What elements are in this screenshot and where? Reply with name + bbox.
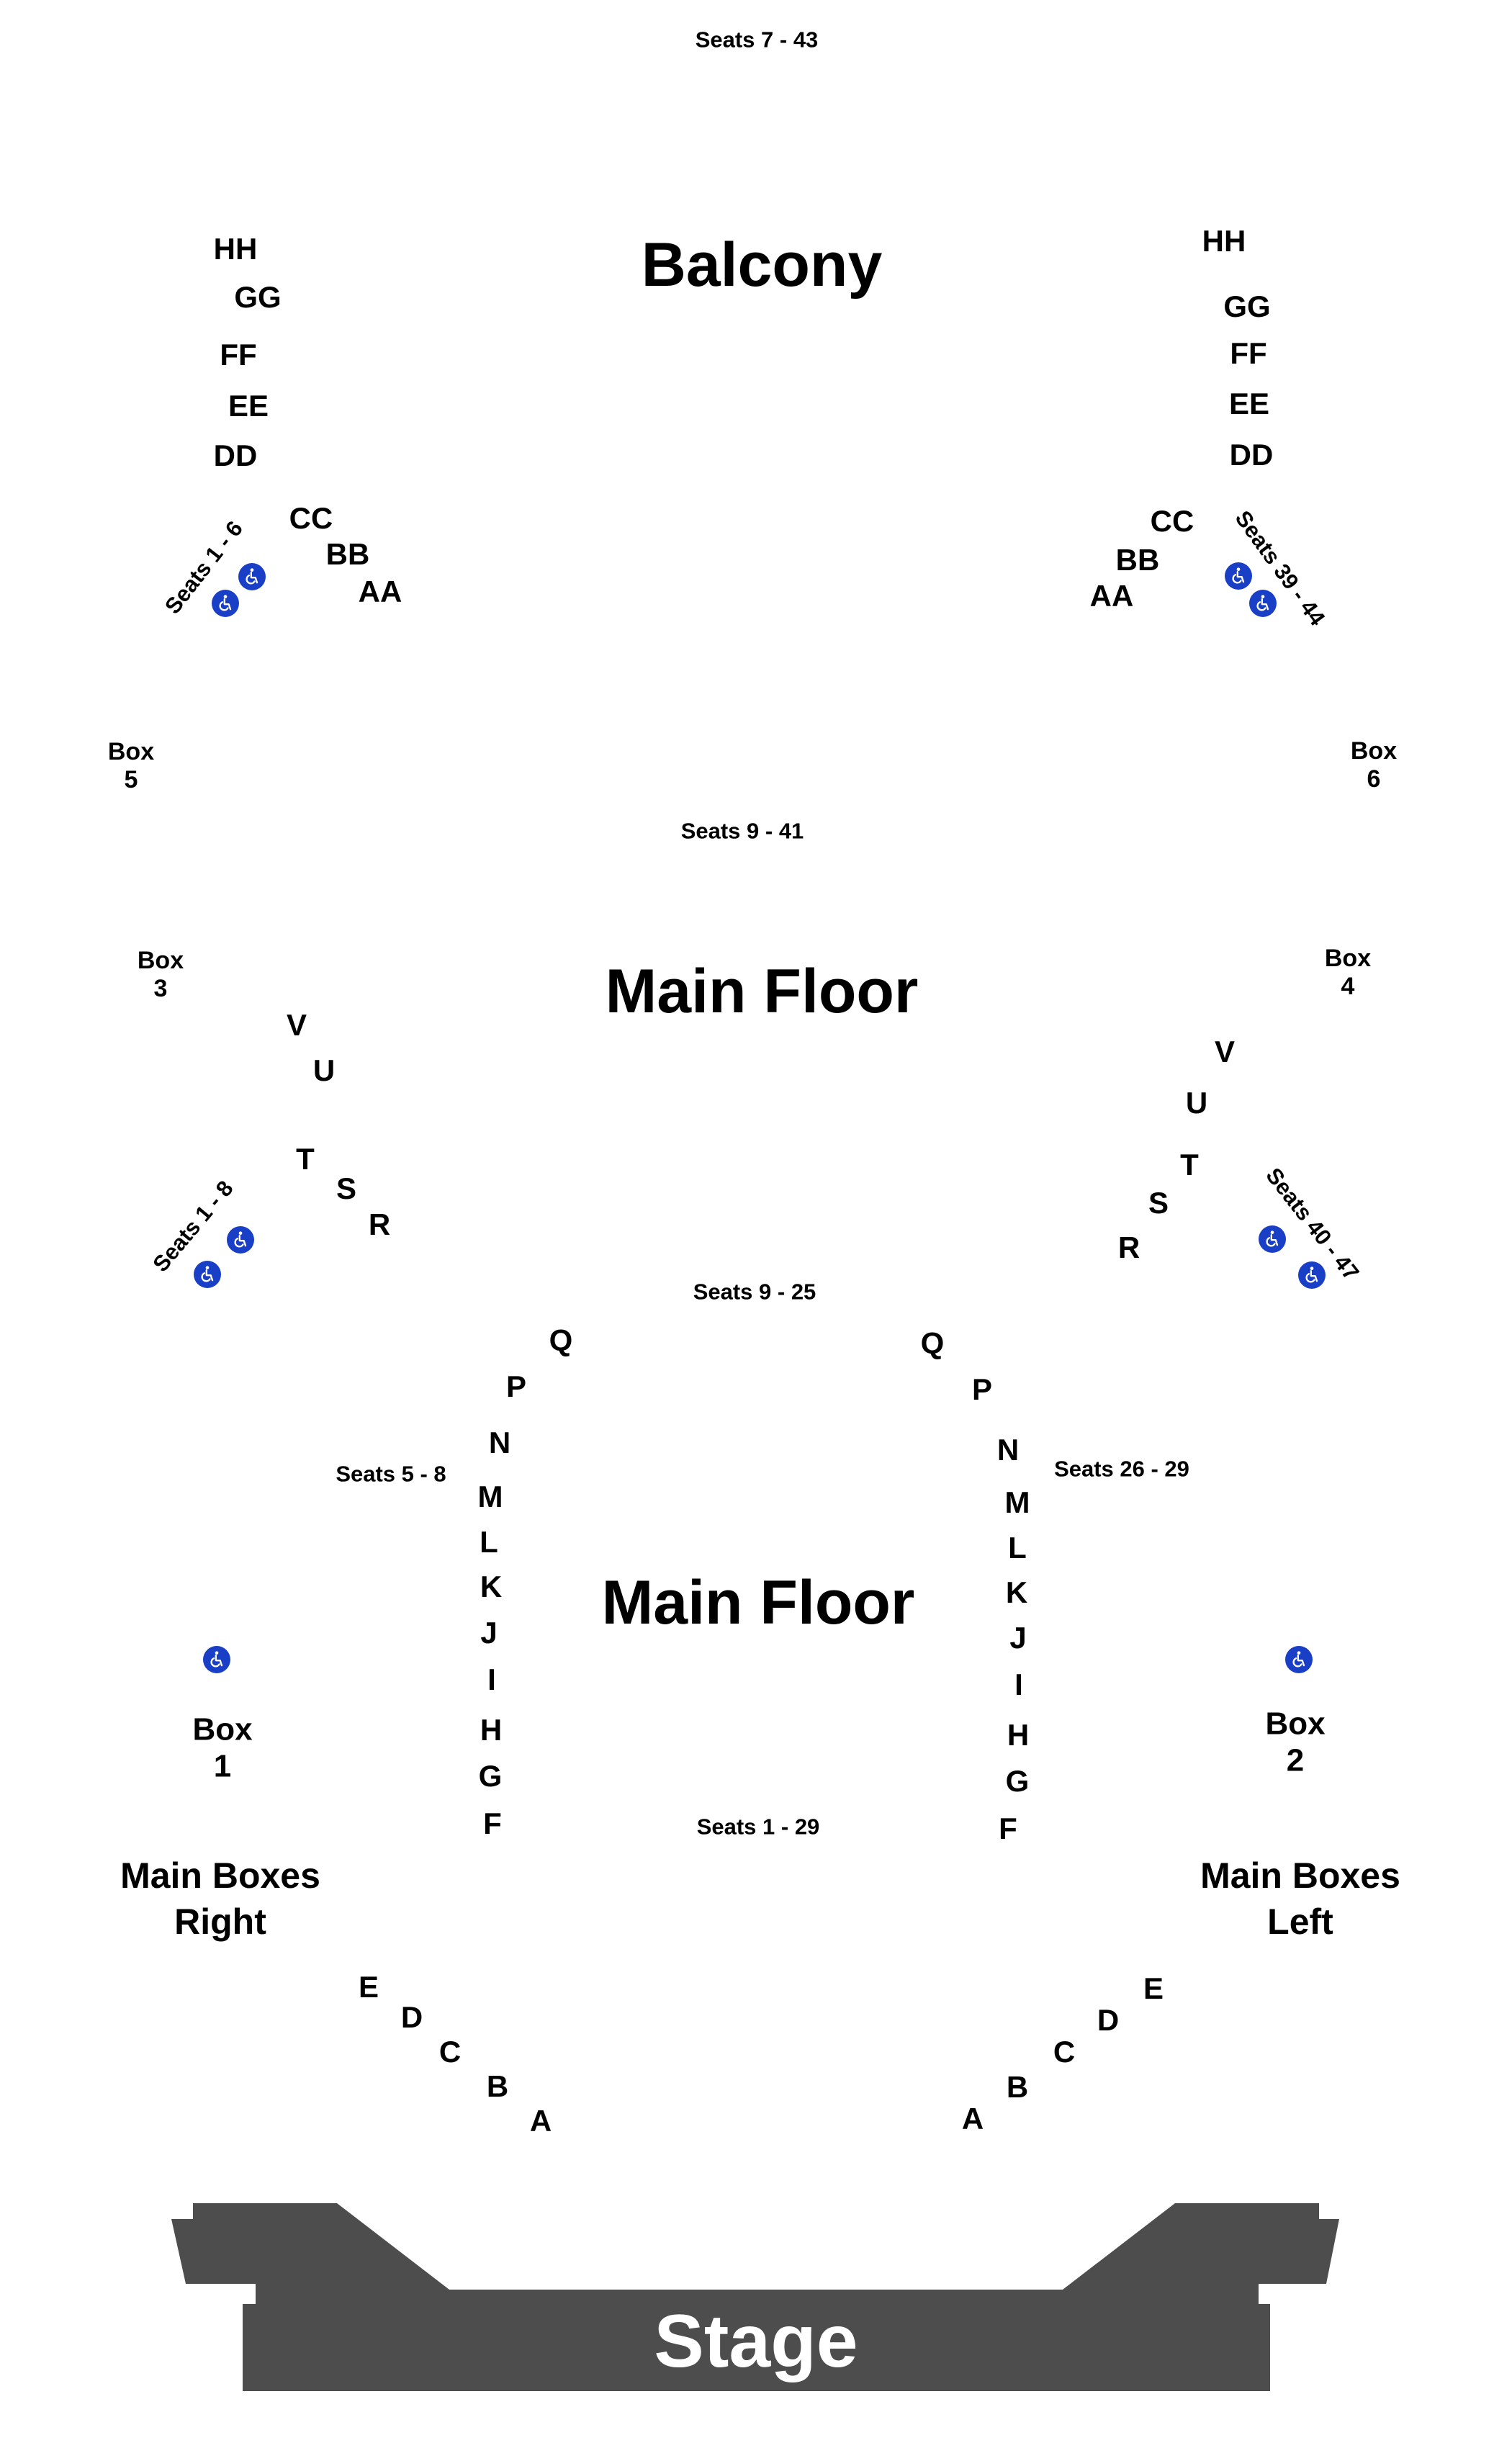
row-label: E bbox=[358, 1970, 379, 2004]
row-label: DD bbox=[1229, 438, 1274, 472]
stage-label: Stage bbox=[654, 2300, 858, 2383]
seat-range-main-upper-top: Seats 9 - 41 bbox=[680, 818, 804, 844]
row-label: GG bbox=[234, 280, 282, 314]
row-label: M bbox=[477, 1480, 503, 1513]
row-label: K bbox=[480, 1570, 503, 1603]
row-label: R bbox=[1117, 1230, 1140, 1264]
row-label: K bbox=[1005, 1575, 1028, 1609]
wheelchair-accessible-icon bbox=[1298, 1261, 1326, 1289]
row-label: U bbox=[312, 1053, 336, 1087]
row-label: FF bbox=[220, 338, 257, 372]
section-title-main-floor-upper: Main Floor bbox=[605, 957, 919, 1026]
row-label: D bbox=[1097, 2003, 1120, 2037]
row-label: C bbox=[1053, 2035, 1076, 2069]
row-label: I bbox=[1014, 1668, 1023, 1701]
seat-range-main-lower-right: Seats 26 - 29 bbox=[1054, 1456, 1189, 1482]
row-label: T bbox=[296, 1142, 315, 1176]
wheelchair-glyph bbox=[246, 568, 258, 585]
row-label: F bbox=[483, 1806, 502, 1840]
row-label: EE bbox=[228, 389, 269, 423]
row-label: I bbox=[487, 1662, 496, 1696]
section-title-main-floor-lower: Main Floor bbox=[601, 1568, 915, 1637]
wheelchair-accessible-icon bbox=[238, 563, 266, 590]
row-label: R bbox=[368, 1207, 391, 1241]
row-label: J bbox=[480, 1616, 498, 1650]
row-label: J bbox=[1009, 1621, 1027, 1655]
row-label: M bbox=[1004, 1485, 1030, 1519]
row-label: GG bbox=[1223, 289, 1271, 323]
seat-range-main-lower-bottom: Seats 1 - 29 bbox=[696, 1814, 820, 1840]
row-label: Q bbox=[549, 1323, 573, 1357]
row-label: N bbox=[996, 1433, 1020, 1467]
wheelchair-glyph bbox=[1266, 1230, 1279, 1247]
seat-range-main-lower-top: Seats 9 - 25 bbox=[693, 1279, 816, 1305]
row-label: N bbox=[488, 1426, 511, 1459]
row-label: CC bbox=[1150, 504, 1194, 538]
row-label: BB bbox=[1115, 543, 1160, 577]
row-label: HH bbox=[1202, 224, 1246, 258]
row-label: H bbox=[1007, 1718, 1030, 1752]
row-label: BB bbox=[325, 537, 370, 571]
row-label: F bbox=[999, 1812, 1017, 1845]
wheelchair-glyph bbox=[1292, 1651, 1305, 1668]
row-label: B bbox=[486, 2069, 509, 2103]
wheelchair-accessible-icon bbox=[194, 1261, 221, 1288]
row-label: DD bbox=[213, 438, 258, 472]
row-label: S bbox=[1148, 1186, 1169, 1220]
row-label: S bbox=[336, 1171, 357, 1205]
seat-range-balcony-top: Seats 7 - 43 bbox=[695, 27, 819, 53]
wheelchair-glyph bbox=[1305, 1266, 1318, 1283]
row-label: P bbox=[505, 1369, 527, 1403]
row-label: FF bbox=[1230, 336, 1267, 370]
wheelchair-glyph bbox=[219, 595, 232, 611]
wheelchair-glyph bbox=[1256, 595, 1269, 611]
row-label: G bbox=[478, 1759, 503, 1793]
stage-platform bbox=[171, 2203, 1339, 2391]
row-label: AA bbox=[1089, 579, 1134, 613]
row-label: AA bbox=[358, 575, 402, 608]
row-label: C bbox=[438, 2035, 462, 2069]
wheelchair-accessible-icon bbox=[1249, 590, 1277, 617]
row-label: A bbox=[529, 2104, 552, 2138]
wheelchair-glyph bbox=[210, 1651, 223, 1668]
wheelchair-glyph bbox=[234, 1231, 247, 1248]
row-label: H bbox=[480, 1713, 503, 1747]
row-label: V bbox=[286, 1008, 307, 1042]
wheelchair-glyph bbox=[1232, 567, 1245, 584]
row-label: V bbox=[1214, 1035, 1236, 1068]
row-label: E bbox=[1143, 1971, 1164, 2005]
row-label: Q bbox=[920, 1326, 945, 1360]
wheelchair-accessible-icon bbox=[1259, 1225, 1286, 1253]
row-label: B bbox=[1006, 2070, 1029, 2104]
seat-range-main-lower-left: Seats 5 - 8 bbox=[336, 1461, 446, 1487]
row-label: T bbox=[1180, 1148, 1199, 1182]
row-label: CC bbox=[289, 501, 333, 535]
section-title-balcony: Balcony bbox=[641, 230, 883, 300]
row-label: D bbox=[400, 2000, 423, 2034]
wheelchair-accessible-icon bbox=[227, 1226, 254, 1254]
wheelchair-glyph bbox=[201, 1266, 214, 1282]
row-label: HH bbox=[213, 232, 258, 266]
row-label: L bbox=[480, 1525, 498, 1559]
row-label: U bbox=[1185, 1086, 1208, 1120]
wheelchair-accessible-icon bbox=[1225, 562, 1252, 590]
wheelchair-accessible-icon bbox=[212, 590, 239, 617]
wheelchair-accessible-icon bbox=[1285, 1646, 1313, 1673]
row-label: L bbox=[1008, 1531, 1027, 1565]
row-label: EE bbox=[1228, 387, 1270, 420]
wheelchair-accessible-icon bbox=[203, 1646, 230, 1673]
row-label: P bbox=[971, 1372, 993, 1406]
row-label: G bbox=[1005, 1764, 1030, 1798]
row-label: A bbox=[961, 2102, 984, 2136]
